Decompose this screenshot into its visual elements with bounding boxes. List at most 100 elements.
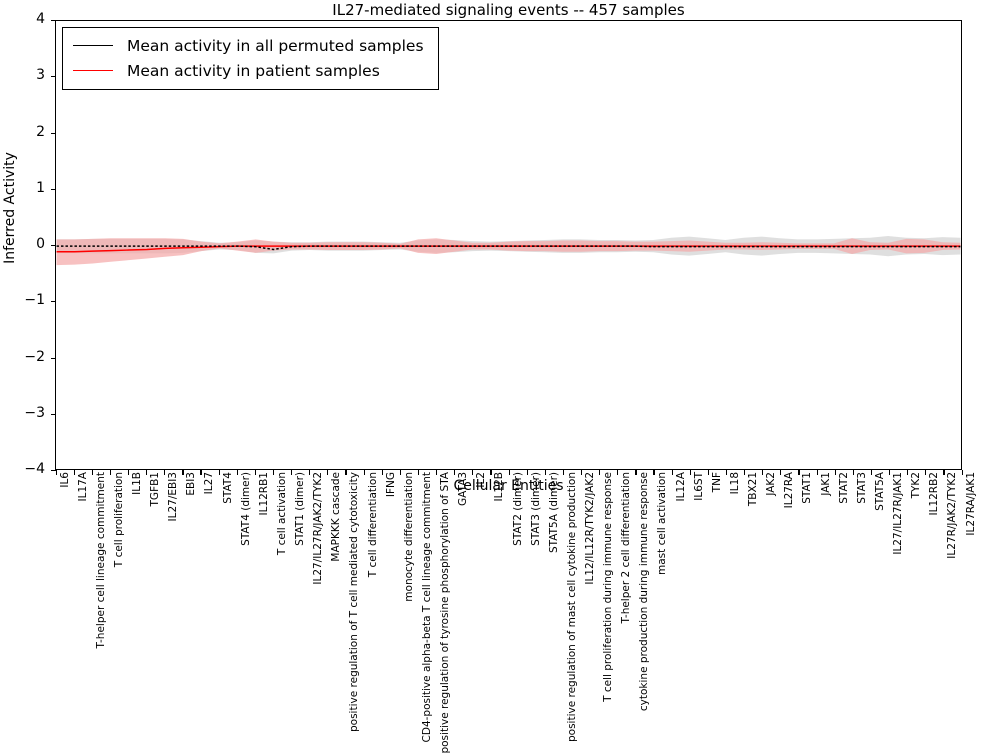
x-tick-label: STAT1 (dimer) <box>294 472 307 546</box>
x-tick-mark <box>363 470 365 475</box>
x-tick-mark <box>200 470 202 475</box>
chart-title: IL27-mediated signaling events -- 457 sa… <box>332 1 685 19</box>
x-tick-label: IL12RB2 <box>928 472 941 516</box>
x-tick-mark <box>852 470 854 475</box>
x-tick-label: TYK2 <box>910 472 923 499</box>
x-tick-label: positive regulation of mast cell cytokin… <box>565 472 578 743</box>
x-tick-label: IL12RB1 <box>257 472 270 516</box>
x-tick-label: JAK1 <box>819 472 832 496</box>
x-tick-label: positive regulation of T cell mediated c… <box>348 472 361 732</box>
x-tick-mark <box>291 470 293 475</box>
x-tick-label: CD4-positive alpha-beta T cell lineage c… <box>420 472 433 743</box>
x-tick-mark <box>889 470 891 475</box>
x-tick-label: IL27/IL27R/JAK2/TYK2 <box>312 472 325 585</box>
y-tick-label: 4 <box>36 11 45 27</box>
x-tick-label: IL27R/JAK2/TYK2 <box>946 472 959 559</box>
x-tick-label: IL6 <box>58 472 71 488</box>
x-tick-label: STAT4 <box>221 472 234 504</box>
x-tick-mark <box>544 470 546 475</box>
chart-figure: IL27-mediated signaling events -- 457 sa… <box>2 1 977 754</box>
x-tick-mark <box>381 470 383 475</box>
x-tick-label: STAT5A <box>873 472 886 511</box>
x-tick-mark <box>109 470 112 475</box>
x-tick-mark <box>870 470 873 475</box>
x-tick-mark <box>526 470 528 475</box>
x-tick-mark <box>146 470 148 475</box>
x-tick-mark <box>127 470 130 475</box>
series-line-permuted <box>56 245 961 251</box>
y-tick-label: 0 <box>36 236 45 252</box>
x-tick-mark <box>943 470 945 475</box>
x-tick-label: IL12/IL12R/TYK2/JAK2 <box>583 472 596 585</box>
x-tick-mark <box>164 470 166 475</box>
y-tick-label: −3 <box>24 404 45 421</box>
x-tick-label: IL27 <box>203 472 216 495</box>
y-tick-label: 1 <box>36 179 45 196</box>
x-tick-label: T cell activation <box>275 472 288 556</box>
x-tick-label: STAT5A (dimer) <box>547 472 560 554</box>
x-tick-mark <box>580 470 583 475</box>
x-tick-mark <box>454 470 456 475</box>
x-tick-mark <box>436 470 438 475</box>
x-tick-label: cytokine production during immune respon… <box>638 472 651 712</box>
x-tick-label: IL18 <box>728 472 741 495</box>
confidence-band-patient <box>56 238 961 266</box>
x-tick-mark <box>707 470 709 475</box>
chart-legend: Mean activity in all permuted samples Me… <box>62 27 439 90</box>
x-tick-mark <box>798 470 800 475</box>
x-tick-label: EBI3 <box>185 472 198 496</box>
y-tick-mark <box>51 20 56 22</box>
x-tick-mark <box>907 470 909 475</box>
y-tick-mark <box>51 188 56 190</box>
x-tick-label: IL17A <box>76 472 89 502</box>
x-tick-label: IL1B <box>130 472 143 495</box>
y-tick-mark <box>51 245 56 247</box>
x-tick-label: IL6ST <box>692 472 705 501</box>
x-tick-label: T cell proliferation <box>112 472 125 568</box>
legend-label-patient: Mean activity in patient samples <box>127 61 380 80</box>
x-tick-label: IL27RA/JAK1 <box>964 472 977 536</box>
x-tick-mark <box>91 470 93 475</box>
x-tick-mark <box>236 470 238 475</box>
x-tick-mark <box>309 470 311 475</box>
x-tick-mark <box>399 470 401 475</box>
x-tick-label: STAT3 <box>855 472 868 504</box>
x-tick-mark <box>816 470 818 475</box>
x-tick-mark <box>73 470 75 475</box>
x-tick-label: IL27/IL27R/JAK1 <box>892 472 905 555</box>
x-tick-label: JAK2 <box>765 472 778 496</box>
x-tick-mark <box>508 470 510 475</box>
x-tick-mark <box>254 470 256 475</box>
x-tick-label: IL12A <box>674 472 687 502</box>
legend-swatch-patient <box>73 70 113 71</box>
series-line-patient <box>56 245 961 253</box>
x-tick-mark <box>762 470 764 475</box>
x-tick-mark <box>961 470 963 475</box>
x-tick-mark <box>780 470 782 475</box>
x-tick-mark <box>327 470 329 475</box>
x-tick-label: T cell differentiation <box>366 472 379 578</box>
y-tick-label: −1 <box>24 292 45 309</box>
y-tick-label: −4 <box>24 461 45 477</box>
legend-label-permuted: Mean activity in all permuted samples <box>127 36 424 55</box>
y-tick-mark <box>51 357 56 359</box>
x-tick-mark <box>345 470 347 475</box>
x-tick-mark <box>472 470 474 475</box>
x-tick-mark <box>218 470 220 475</box>
x-tick-mark <box>671 470 673 475</box>
x-tick-mark <box>272 470 275 475</box>
x-tick-label: MAPKKK cascade <box>330 472 343 562</box>
x-tick-label: STAT2 (dimer) <box>511 472 524 546</box>
y-tick-mark <box>51 470 56 472</box>
x-tick-mark <box>635 470 637 475</box>
x-tick-mark <box>562 470 565 475</box>
x-tick-label: STAT4 (dimer) <box>239 472 252 546</box>
x-tick-label: IL27/EBI3 <box>167 472 180 522</box>
plot-canvas <box>56 236 961 266</box>
legend-item-patient: Mean activity in patient samples <box>73 58 424 83</box>
y-tick-label: 2 <box>36 123 45 140</box>
x-tick-label: TBX21 <box>747 472 760 507</box>
x-tick-label: IL2 <box>475 472 488 488</box>
y-tick-mark <box>51 76 56 78</box>
x-tick-mark <box>653 470 655 475</box>
